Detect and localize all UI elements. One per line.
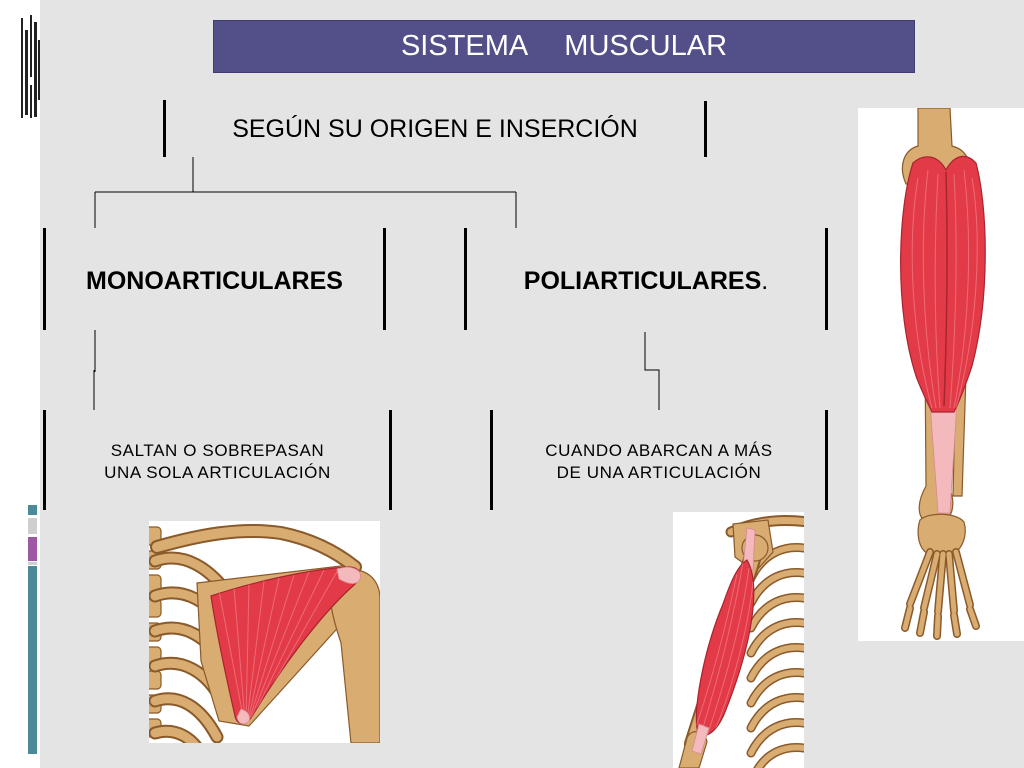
foot-bones [901,513,980,640]
deltoid-tendon-upper [336,566,361,585]
biceps-muscle-illustration [673,512,804,768]
mono-description-line-2: UNA SOLA ARTICULACIÓN [104,463,331,482]
clavicle-bone [150,523,362,574]
poli-description-line-2: DE UNA ARTICULACIÓN [556,463,762,482]
mono-node-right-bar [383,228,386,330]
left-decoration [0,0,40,768]
connector-poli-down [644,332,660,410]
poli-node-right-bar [825,228,828,330]
calf-muscle-illustration [858,108,1024,641]
poli-node-suffix: . [761,266,769,295]
poli-node-label: POLIARTICULARES [523,266,762,295]
poli-desc-left-bar [490,410,493,510]
accent-bar [28,505,37,754]
root-node-label: SEGÚN SU ORIGEN E INSERCIÓN [232,115,638,143]
root-node-right-bar [704,101,707,157]
mono-node-label: MONOARTICULARES [86,266,343,295]
mono-description-line-1: SALTAN O SOBREPASAN [110,441,325,460]
biceps-tendon-lower [691,723,710,755]
mono-desc-left-bar [43,410,46,510]
poli-node-left-bar [464,228,467,330]
mono-node: MONOARTICULARES [46,230,383,332]
gastrocnemius-muscle [900,155,986,514]
decorative-lines [21,15,40,118]
deltoid-muscle [210,566,361,725]
biceps-tendon-upper [742,527,756,571]
poli-node: POLIARTICULARES. [467,230,825,332]
poli-description-line-1: CUANDO ABARCAN A MÁS [545,441,773,460]
deltoid-muscle-illustration [149,521,380,743]
title-word-1: SISTEMA [400,30,529,62]
deltoid-tendon-lower [236,708,250,725]
title-bar: SISTEMA MUSCULAR [213,20,915,73]
poli-desc-right-bar [825,410,828,510]
mono-desc-right-bar [389,410,392,510]
title-word-2: MUSCULAR [564,30,728,62]
poli-description: CUANDO ABARCAN A MÁS DE UNA ARTICULACIÓN [493,412,825,512]
root-node-left-bar [163,100,166,157]
root-node: SEGÚN SU ORIGEN E INSERCIÓN [166,101,704,158]
mono-node-left-bar [43,228,46,330]
biceps-muscle [691,527,756,755]
achilles-tendon [929,397,958,514]
mono-description: SALTAN O SOBREPASAN UNA SOLA ARTICULACIÓ… [46,412,389,512]
